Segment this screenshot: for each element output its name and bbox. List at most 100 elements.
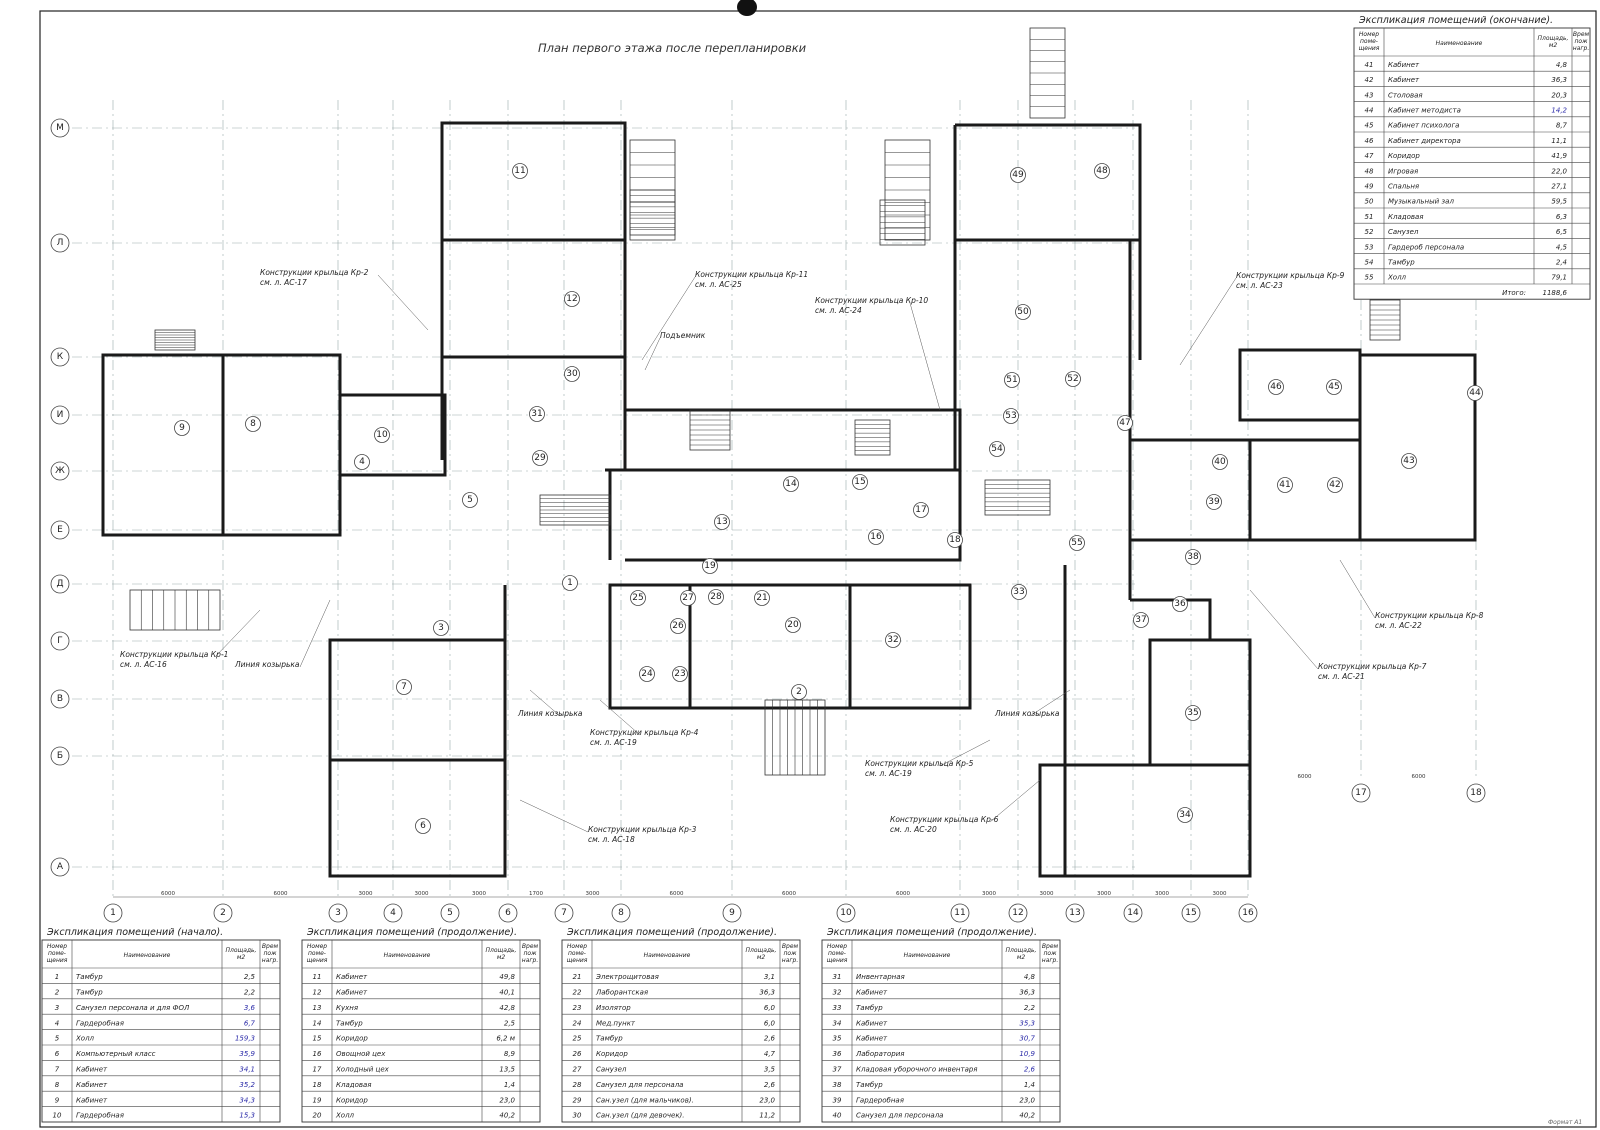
column-spacing-label: 6000: [1412, 774, 1426, 780]
room-marker[interactable]: 6: [415, 818, 431, 834]
room-marker[interactable]: 33: [1011, 584, 1027, 600]
room-marker[interactable]: 16: [868, 529, 884, 545]
room-circle: [374, 427, 390, 443]
room-marker[interactable]: 23: [672, 666, 688, 682]
room-marker[interactable]: 15: [852, 474, 868, 490]
room-marker[interactable]: 30: [564, 366, 580, 382]
room-marker[interactable]: 54: [989, 441, 1005, 457]
room-marker[interactable]: 53: [1003, 408, 1019, 424]
schedule-head-category: Врем: [1573, 31, 1590, 38]
room-name-cell: Тамбур: [856, 1004, 883, 1012]
column-spacing-label: 1700: [529, 891, 543, 897]
room-marker[interactable]: 3: [433, 620, 449, 636]
room-marker[interactable]: 47: [1117, 415, 1133, 431]
room-marker[interactable]: 25: [630, 590, 646, 606]
room-marker[interactable]: 50: [1015, 304, 1031, 320]
grid-column-bubble: [1351, 783, 1371, 803]
room-marker[interactable]: 31: [529, 406, 545, 422]
room-marker[interactable]: 52: [1065, 371, 1081, 387]
grid-column-bubble: [950, 903, 970, 923]
room-marker[interactable]: 9: [174, 420, 190, 436]
room-circle: [989, 441, 1005, 457]
room-marker[interactable]: 7: [396, 679, 412, 695]
room-marker[interactable]: 43: [1401, 453, 1417, 469]
room-marker[interactable]: 45: [1326, 379, 1342, 395]
room-circle: [354, 454, 370, 470]
room-marker[interactable]: 13: [714, 514, 730, 530]
room-circle: [885, 632, 901, 648]
room-marker[interactable]: 20: [785, 617, 801, 633]
room-marker[interactable]: 38: [1185, 549, 1201, 565]
room-number: 7: [401, 682, 407, 692]
room-marker[interactable]: 5: [462, 492, 478, 508]
room-marker[interactable]: 26: [670, 618, 686, 634]
room-number: 15: [854, 477, 865, 487]
room-marker[interactable]: 8: [245, 416, 261, 432]
room-number-cell: 2: [55, 988, 60, 996]
room-marker[interactable]: 49: [1010, 167, 1026, 183]
room-marker[interactable]: 11: [512, 163, 528, 179]
room-marker[interactable]: 48: [1094, 163, 1110, 179]
room-marker[interactable]: 39: [1206, 494, 1222, 510]
room-area-cell: 2,6: [1024, 1065, 1036, 1073]
room-circle: [174, 420, 190, 436]
room-circle: [562, 575, 578, 591]
room-number-cell: 7: [55, 1065, 60, 1073]
room-marker[interactable]: 34: [1177, 807, 1193, 823]
callout-title: Линия козырька: [994, 709, 1060, 718]
room-area-cell: 40,2: [1019, 1112, 1035, 1120]
schedule-head-number: Номер: [47, 943, 67, 950]
porch-callout: Конструкции крыльца Кр-5см. л. АС-19: [865, 739, 991, 778]
porch-callout: Конструкции крыльца Кр-7см. л. АС-21: [1249, 589, 1427, 681]
room-marker[interactable]: 21: [754, 590, 770, 606]
room-name-cell: Музыкальный зал: [1388, 198, 1454, 206]
grid-column-bubble: [328, 903, 348, 923]
schedule-head-area: м2: [497, 954, 506, 961]
leader-line: [377, 274, 429, 331]
column-spacing-label: 3000: [586, 891, 600, 897]
room-marker[interactable]: 17: [913, 502, 929, 518]
room-marker[interactable]: 29: [532, 450, 548, 466]
room-area-cell: 34,3: [239, 1096, 255, 1104]
room-marker[interactable]: 1: [562, 575, 578, 591]
room-marker[interactable]: 51: [1004, 372, 1020, 388]
room-marker[interactable]: 2: [791, 684, 807, 700]
room-name-cell: Овощной цех: [336, 1050, 386, 1058]
room-number-cell: 43: [1365, 91, 1374, 99]
grid-row-bubble: [50, 118, 70, 138]
room-marker[interactable]: 4: [354, 454, 370, 470]
wall: [223, 353, 342, 537]
room-number-cell: 49: [1365, 183, 1374, 191]
room-marker[interactable]: 19: [702, 558, 718, 574]
room-marker[interactable]: 44: [1467, 385, 1483, 401]
room-marker[interactable]: 35: [1185, 705, 1201, 721]
room-marker[interactable]: 36: [1172, 596, 1188, 612]
room-number: 29: [534, 453, 546, 463]
room-marker[interactable]: 46: [1268, 379, 1284, 395]
wall: [440, 121, 627, 242]
room-marker[interactable]: 41: [1277, 477, 1293, 493]
room-marker[interactable]: 55: [1069, 535, 1085, 551]
room-marker[interactable]: 10: [374, 427, 390, 443]
room-number: 37: [1135, 615, 1146, 625]
room-marker[interactable]: 14: [783, 476, 799, 492]
room-marker[interactable]: 18: [947, 532, 963, 548]
room-number-cell: 41: [1365, 61, 1374, 69]
room-marker[interactable]: 40: [1212, 454, 1228, 470]
column-spacing-label: 6000: [1298, 774, 1312, 780]
room-marker[interactable]: 24: [639, 666, 655, 682]
room-marker[interactable]: 32: [885, 632, 901, 648]
room-area-cell: 4,7: [764, 1050, 776, 1058]
room-marker[interactable]: 42: [1327, 477, 1343, 493]
room-marker[interactable]: 37: [1133, 612, 1149, 628]
room-number: 47: [1119, 418, 1130, 428]
schedule-head-number: поме-: [48, 950, 66, 957]
room-marker[interactable]: 27: [680, 590, 696, 606]
room-marker[interactable]: 12: [564, 291, 580, 307]
room-schedule-table: Экспликация помещений (начало).Номерпоме…: [41, 927, 281, 1123]
room-number: 39: [1208, 497, 1220, 507]
room-marker[interactable]: 28: [708, 589, 724, 605]
room-name-cell: Сан.узел (для девочек).: [596, 1112, 685, 1120]
